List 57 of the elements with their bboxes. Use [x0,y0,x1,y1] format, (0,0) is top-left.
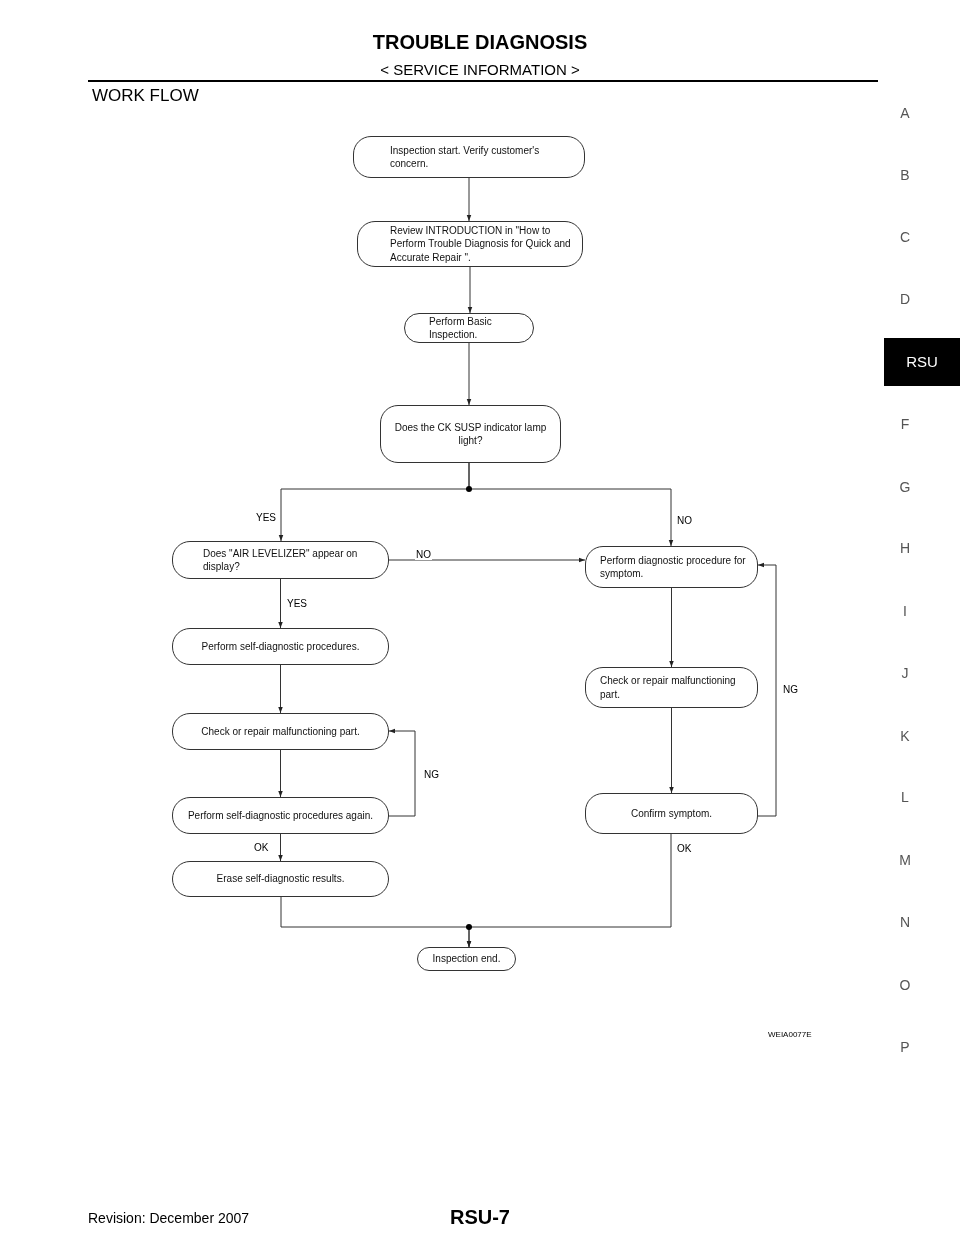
tab-letter: G [898,479,912,495]
process-box: Check or repair malfunctioning part. [585,667,758,708]
arrow [669,587,674,668]
tab-letter: B [899,167,911,183]
arrow [669,707,674,794]
tab-letter: L [900,789,910,805]
footer-revision: Revision: December 2007 [88,1210,250,1226]
edge-label: NO [415,549,432,560]
section-heading: WORK FLOW [92,86,199,106]
arrow [278,833,283,862]
edge-label: NG [782,684,799,695]
arrow [468,462,674,547]
tab-letter: D [898,291,912,307]
arrow [466,177,472,222]
tab-letter: I [902,603,908,619]
process-box: Perform self-diagnostic procedures. [172,628,389,665]
edge-label: YES [286,598,308,609]
process-box: Inspection start. Verify customer's concern. [353,136,585,178]
tab-letter: C [898,229,912,245]
process-box: Perform self-diagnostic procedures again. [172,797,389,834]
tab-letter: K [899,728,911,744]
arrow [278,578,283,629]
arrow [467,266,473,314]
edge-label: YES [255,512,277,523]
page-title: TROUBLE DIAGNOSIS [371,31,589,54]
arrow [757,562,777,817]
edge-label: NO [676,515,693,526]
arrow [278,664,283,714]
process-box: Perform diagnostic procedure for symptom. [585,546,758,588]
edge-label: NG [423,769,440,780]
tab-letter: P [899,1039,911,1055]
process-box: Perform Basic Inspection. [404,313,534,343]
page-number: RSU-7 [449,1206,511,1229]
arrow [466,833,672,948]
tab-letter: M [898,852,912,868]
process-box: Erase self-diagnostic results. [172,861,389,897]
tab-letter: F [899,416,911,432]
arrow [466,342,472,406]
section-tab: RSU [884,338,960,386]
process-box: Confirm symptom. [585,793,758,834]
process-box: Does the CK SUSP indicator lamp light? [380,405,561,463]
edge-label: OK [253,842,270,853]
process-box: Does "AIR LEVELIZER" appear on display? [172,541,389,579]
tab-letter: H [898,540,912,556]
process-box: Review INTRODUCTION in "How to Perform Trouble Diagnosis for Quick and Accurate Repair ". [357,221,583,267]
process-box: Check or repair malfunctioning part. [172,713,389,750]
arrow [388,557,586,563]
section-subtitle: < SERVICE INFORMATION > [379,61,581,78]
tab-letter: A [899,105,911,121]
arrow [278,749,283,798]
process-box: Inspection end. [417,947,516,971]
tab-letter: N [898,914,912,930]
edge-label: OK [676,843,693,854]
arrow [388,728,416,817]
figure-code: WEIA0077E [768,1030,812,1039]
tab-letter: J [900,665,910,681]
tab-letter: O [898,977,912,993]
